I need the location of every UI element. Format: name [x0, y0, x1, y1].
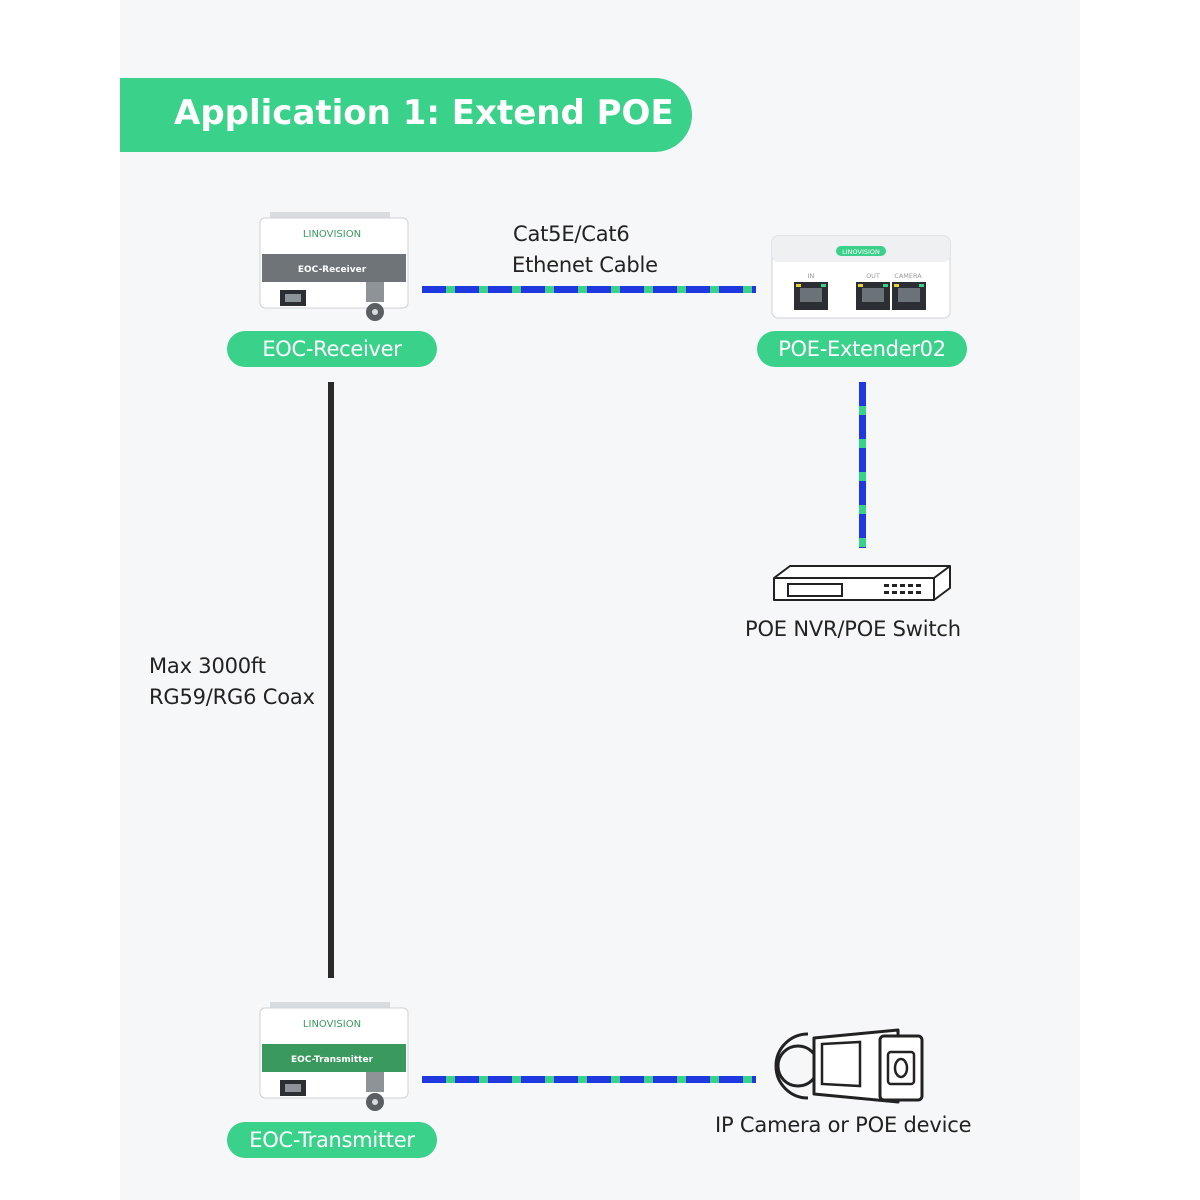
extender-port-label-out: OUT [866, 272, 880, 280]
coax-cable-label-line2: RG59/RG6 Coax [149, 685, 315, 709]
bnc-connector-icon [366, 282, 384, 321]
eoc-receiver-label: EOC-Receiver [227, 331, 437, 367]
rj45-port-icon [280, 1080, 306, 1096]
coax-cable [328, 382, 334, 978]
eoc-transmitter-label: EOC-Transmitter [227, 1122, 437, 1158]
rj45-port-icon [892, 282, 926, 310]
transmitter-brand: LINOVISION [303, 1019, 361, 1030]
ip-camera-label: IP Camera or POE device [715, 1113, 972, 1137]
coax-cable-label-line1: Max 3000ft [149, 654, 266, 678]
bnc-connector-icon [366, 1072, 384, 1111]
receiver-panel-label: EOC-Receiver [298, 265, 367, 275]
title-banner [120, 78, 692, 152]
rj45-port-icon [280, 290, 306, 306]
rj45-port-icon [856, 282, 890, 310]
extender-port-label-in: IN [808, 272, 815, 280]
extender-brand-badge [836, 246, 886, 256]
receiver-panel [262, 254, 406, 282]
ethernet-cable-bottom [422, 1076, 756, 1083]
extender-brand: LINOVISION [842, 248, 880, 256]
diagram-title: Application 1: Extend POE [174, 93, 674, 133]
ethernet-cable-label-line1: Cat5E/Cat6 [513, 222, 630, 246]
ethernet-cable-top [422, 286, 756, 293]
eoc-receiver-device: LINOVISION EOC-Receiver [259, 212, 409, 321]
extender-port-label-camera: CAMERA [894, 272, 922, 280]
network-switch-icon [773, 565, 951, 601]
rj45-port-icon [794, 282, 828, 310]
poe-extender-label: POE-Extender02 [757, 331, 967, 367]
receiver-brand: LINOVISION [303, 229, 361, 240]
ethernet-cable-vertical [859, 382, 866, 548]
poe-extender-device: LINOVISION IN OUT CAMERA [771, 235, 951, 319]
bullet-camera-icon [774, 1028, 924, 1104]
ethernet-cable-label-line2: Ethenet Cable [512, 253, 658, 277]
eoc-transmitter-device: LINOVISION EOC-Transmitter [259, 1002, 409, 1111]
transmitter-panel-label: EOC-Transmitter [291, 1055, 374, 1065]
transmitter-panel [262, 1044, 406, 1072]
poe-switch-label: POE NVR/POE Switch [745, 617, 961, 641]
